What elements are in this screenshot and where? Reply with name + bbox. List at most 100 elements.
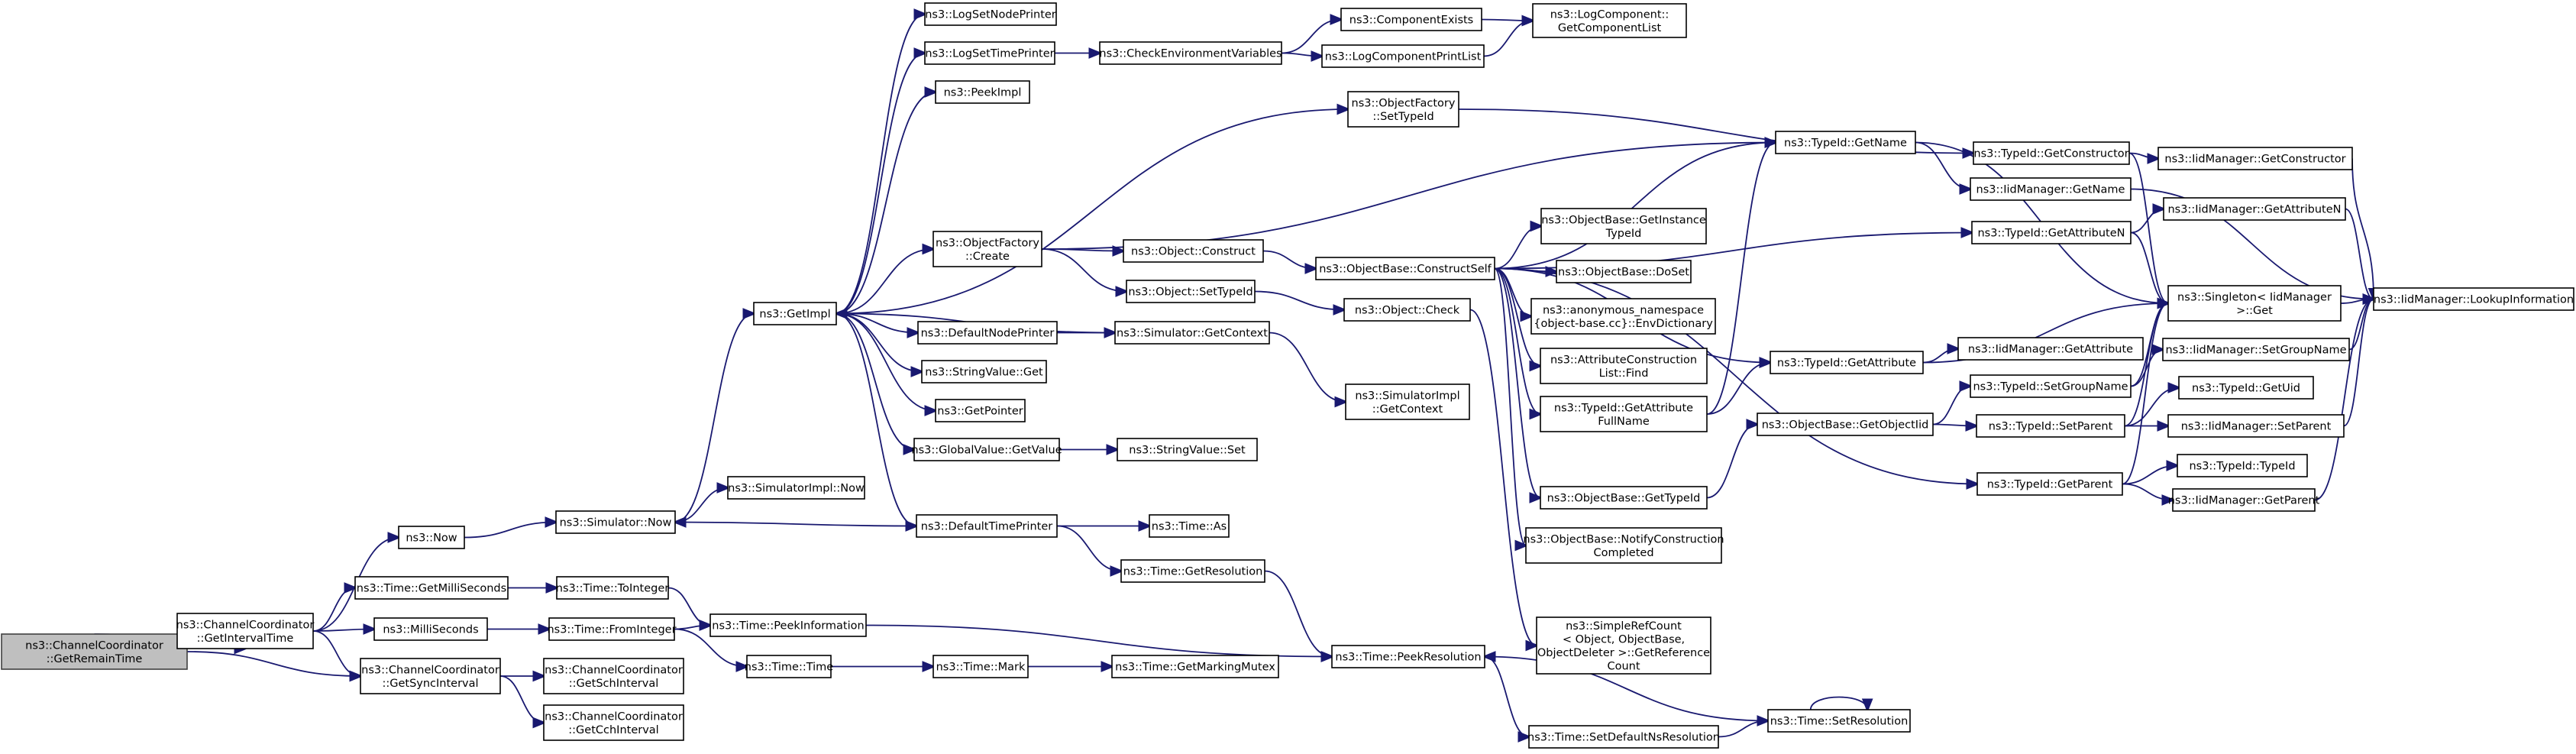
node-ns3-typeid-getname[interactable]: ns3::TypeId::GetName xyxy=(1775,131,1916,154)
node-ns3-channelcoordinator-getsyncinterval[interactable]: ns3::ChannelCoordinator::GetSyncInterval xyxy=(360,658,501,694)
node-label: ns3::TypeId::SetGroupName xyxy=(1973,381,2128,393)
node-ns3-time-peekinformation[interactable]: ns3::Time::PeekInformation xyxy=(709,613,867,637)
node-label-line: ns3::IidManager::SetGroupName xyxy=(2165,345,2346,357)
node-box xyxy=(932,231,1042,267)
node-ns3-logsettimeprinter[interactable]: ns3::LogSetTimePrinter xyxy=(924,41,1055,65)
node-ns3-typeid-setgroupname[interactable]: ns3::TypeId::SetGroupName xyxy=(1970,374,2132,398)
node-ns3-time-getmilliseconds[interactable]: ns3::Time::GetMilliSeconds xyxy=(354,576,509,600)
node-ns3-simulator-now[interactable]: ns3::Simulator::Now xyxy=(555,510,676,534)
node-ns3-objectbase-constructself[interactable]: ns3::ObjectBase::ConstructSelf xyxy=(1315,257,1495,280)
edge-ns3-objectbase-constructself-to-ns3-anonymous-namespace-object-base-cc-envdictionary xyxy=(1494,267,1531,317)
node-ns3-object-construct[interactable]: ns3::Object::Construct xyxy=(1123,239,1264,263)
node-ns3-time-setdefaultnsresolution[interactable]: ns3::Time::SetDefaultNsResolution xyxy=(1527,725,1720,749)
edge-ns3-object-settypeid-to-ns3-object-check xyxy=(1254,290,1344,310)
node-label: ns3::ChannelCoordinator::GetIntervalTime xyxy=(176,619,315,645)
node-ns3-typeid-setparent[interactable]: ns3::TypeId::SetParent xyxy=(1976,414,2125,438)
node-ns3-now[interactable]: ns3::Now xyxy=(398,526,465,549)
edge-ns3-getimpl-to-ns3-getpointer xyxy=(836,312,936,411)
node-label-line: ObjectDeleter >::GetReference xyxy=(1537,647,1710,659)
node-ns3-typeid-getuid[interactable]: ns3::TypeId::GetUid xyxy=(2178,376,2314,400)
edge-ns3-checkenvironmentvariables-to-ns3-componentexists xyxy=(1281,20,1341,54)
node-ns3-globalvalue-getvalue[interactable]: ns3::GlobalValue::GetValue xyxy=(911,438,1062,461)
node-box xyxy=(2172,488,2316,512)
node-ns3-simplerefcount-object-objectbase-objectdeleter-getreference-count[interactable]: ns3::SimpleRefCount< Object, ObjectBase,… xyxy=(1536,616,1711,675)
node-ns3-logcomponentprintlist[interactable]: ns3::LogComponentPrintList xyxy=(1321,44,1485,68)
node-ns3-logsetnodeprinter[interactable]: ns3::LogSetNodePrinter xyxy=(924,2,1057,26)
node-ns3-getimpl[interactable]: ns3::GetImpl xyxy=(753,302,837,325)
node-ns3-time-mark[interactable]: ns3::Time::Mark xyxy=(932,655,1029,678)
node-ns3-iidmanager-getname[interactable]: ns3::IidManager::GetName xyxy=(1970,177,2132,201)
node-ns3-object-check[interactable]: ns3::Object::Check xyxy=(1343,298,1471,322)
node-ns3-simulatorimpl-getcontext[interactable]: ns3::SimulatorImpl::GetContext xyxy=(1345,383,1470,420)
node-ns3-componentexists[interactable]: ns3::ComponentExists xyxy=(1340,8,1482,31)
edge-ns3-logcomponentprintlist-to-ns3-logcomponent-getcomponentlist xyxy=(1483,21,1533,57)
node-ns3-channelcoordinator-getschinterval[interactable]: ns3::ChannelCoordinator::GetSchInterval xyxy=(543,658,684,694)
node-ns3-anonymous-namespace-object-base-cc-envdictionary[interactable]: ns3::anonymous_namespace{object-base.cc}… xyxy=(1530,298,1716,335)
node-ns3-iidmanager-setgroupname[interactable]: ns3::IidManager::SetGroupName xyxy=(2162,338,2350,361)
node-ns3-objectbase-gettypeid[interactable]: ns3::ObjectBase::GetTypeId xyxy=(1540,486,1708,510)
node-box xyxy=(176,613,314,649)
node-box xyxy=(555,510,676,534)
node-ns3-time-getresolution[interactable]: ns3::Time::GetResolution xyxy=(1120,559,1265,583)
edge-ns3-time-setresolution-to-ns3-time-peekresolution xyxy=(1485,657,1769,722)
node-label: ns3::TypeId::GetParent xyxy=(1987,479,2113,491)
node-ns3-objectbase-getobjectiid[interactable]: ns3::ObjectBase::GetObjectIid xyxy=(1757,413,1934,436)
node-box xyxy=(924,41,1055,65)
node-ns3-channelcoordinator-getintervaltime[interactable]: ns3::ChannelCoordinator::GetIntervalTime xyxy=(176,613,315,649)
node-ns3-typeid-getconstructor[interactable]: ns3::TypeId::GetConstructor xyxy=(1973,141,2130,165)
node-ns3-defaultnodeprinter[interactable]: ns3::DefaultNodePrinter xyxy=(917,321,1058,345)
node-box xyxy=(1973,141,2130,165)
node-ns3-stringvalue-set[interactable]: ns3::StringValue::Set xyxy=(1117,438,1258,461)
edge-ns3-time-frominteger-to-ns3-time-peekinformation xyxy=(674,626,710,629)
node-ns3-iidmanager-lookupinformation[interactable]: ns3::IidManager::LookupInformation xyxy=(2373,287,2574,311)
node-ns3-typeid-typeid[interactable]: ns3::TypeId::TypeId xyxy=(2177,454,2308,477)
node-label-line: ns3::Time::SetDefaultNsResolution xyxy=(1527,732,1720,744)
node-ns3-time-as[interactable]: ns3::Time::As xyxy=(1149,514,1230,538)
node-ns3-time-peekresolution[interactable]: ns3::Time::PeekResolution xyxy=(1331,645,1485,668)
node-label: ns3::TypeId::TypeId xyxy=(2189,461,2295,473)
node-ns3-singleton-iidmanager-get[interactable]: ns3::Singleton< IidManager>::Get xyxy=(2167,285,2342,322)
node-ns3-typeid-getattributen[interactable]: ns3::TypeId::GetAttributeN xyxy=(1971,221,2132,244)
node-ns3-checkenvironmentvariables[interactable]: ns3::CheckEnvironmentVariables xyxy=(1099,41,1282,65)
node-label: ns3::IidManager::GetConstructor xyxy=(2164,154,2345,166)
node-ns3-logcomponent-getcomponentlist[interactable]: ns3::LogComponent::GetComponentList xyxy=(1532,3,1687,38)
node-ns3-iidmanager-getparent[interactable]: ns3::IidManager::GetParent xyxy=(2168,488,2320,512)
node-ns3-simulatorimpl-now[interactable]: ns3::SimulatorImpl::Now xyxy=(727,476,865,500)
node-ns3-time-frominteger[interactable]: ns3::Time::FromInteger xyxy=(547,617,677,641)
node-label: ns3::GlobalValue::GetValue xyxy=(911,445,1062,457)
node-ns3-peekimpl[interactable]: ns3::PeekImpl xyxy=(935,80,1030,104)
node-ns3-time-setresolution[interactable]: ns3::Time::SetResolution xyxy=(1767,709,1911,733)
edge-ns3-getimpl-to-ns3-objectfactory-settypeid xyxy=(836,109,1348,315)
node-box xyxy=(1540,348,1708,384)
node-ns3-objectfactory-create[interactable]: ns3::ObjectFactory::Create xyxy=(932,231,1042,267)
node-ns3-getpointer[interactable]: ns3::GetPointer xyxy=(935,399,1026,422)
node-box xyxy=(1971,221,2132,244)
node-ns3-iidmanager-getattribute[interactable]: ns3::IidManager::GetAttribute xyxy=(1957,337,2144,361)
node-ns3-objectfactory-settypeid[interactable]: ns3::ObjectFactory::SetTypeId xyxy=(1347,91,1459,128)
node-ns3-typeid-getparent[interactable]: ns3::TypeId::GetParent xyxy=(1976,472,2123,496)
node-ns3-iidmanager-setparent[interactable]: ns3::IidManager::SetParent xyxy=(2167,414,2345,438)
node-ns3-stringvalue-get[interactable]: ns3::StringValue::Get xyxy=(921,360,1047,383)
node-ns3-time-tointeger[interactable]: ns3::Time::ToInteger xyxy=(556,576,669,600)
node-label: ns3::Time::PeekResolution xyxy=(1335,652,1481,664)
node-ns3-object-settypeid[interactable]: ns3::Object::SetTypeId xyxy=(1126,280,1256,303)
node-box xyxy=(935,80,1030,104)
node-ns3-iidmanager-getattributen[interactable]: ns3::IidManager::GetAttributeN xyxy=(2163,197,2346,221)
edge-ns3-typeid-getparent-to-ns3-typeid-typeid xyxy=(2122,466,2177,485)
node-ns3-defaulttimeprinter[interactable]: ns3::DefaultTimePrinter xyxy=(916,514,1058,538)
node-box xyxy=(556,576,669,600)
node-ns3-objectbase-doset[interactable]: ns3::ObjectBase::DoSet xyxy=(1556,260,1692,283)
node-ns3-simulator-getcontext[interactable]: ns3::Simulator::GetContext xyxy=(1114,321,1270,345)
node-ns3-typeid-getattribute[interactable]: ns3::TypeId::GetAttribute xyxy=(1770,351,1924,374)
node-ns3-channelcoordinator-getremaintime[interactable]: ns3::ChannelCoordinator::GetRemainTime xyxy=(1,633,188,670)
node-ns3-time-time[interactable]: ns3::Time::Time xyxy=(745,655,834,678)
node-ns3-time-getmarkingmutex[interactable]: ns3::Time::GetMarkingMutex xyxy=(1111,655,1279,678)
node-ns3-iidmanager-getconstructor[interactable]: ns3::IidManager::GetConstructor xyxy=(2157,147,2353,170)
node-ns3-milliseconds[interactable]: ns3::MilliSeconds xyxy=(373,617,488,641)
node-ns3-channelcoordinator-getcchinterval[interactable]: ns3::ChannelCoordinator::GetCchInterval xyxy=(543,704,684,741)
